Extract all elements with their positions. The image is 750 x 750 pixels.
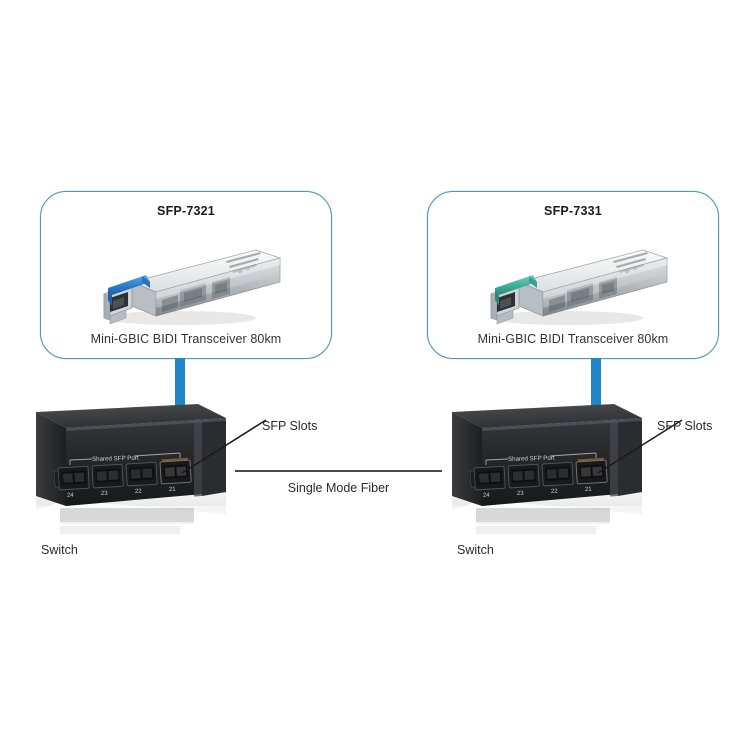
switch-label-left: Switch bbox=[41, 543, 78, 557]
network-switch-right: Shared SFP Port bbox=[446, 396, 654, 546]
annotation-sfp-slots-right: SFP Slots bbox=[657, 419, 713, 433]
svg-text:Shared SFP Port: Shared SFP Port bbox=[92, 455, 139, 463]
sfp-transceiver-icon-left bbox=[88, 238, 284, 330]
callout-box-right: SFP-7331 bbox=[427, 191, 719, 359]
callout-caption-left: Mini-GBIC BIDI Transceiver 80km bbox=[90, 332, 282, 346]
network-switch-left: Shared SFP Port bbox=[30, 396, 238, 546]
switch-label-right: Switch bbox=[457, 543, 494, 557]
leader-line-left bbox=[178, 415, 270, 477]
leader-line-right bbox=[594, 415, 686, 477]
single-mode-fiber-label: Single Mode Fiber bbox=[287, 481, 390, 495]
annotation-sfp-slots-left: SFP Slots bbox=[262, 419, 318, 433]
single-mode-fiber-line bbox=[235, 470, 442, 472]
callout-box-left: SFP-7321 bbox=[40, 191, 332, 359]
callout-caption-right: Mini-GBIC BIDI Transceiver 80km bbox=[477, 332, 669, 346]
callout-title-right: SFP-7331 bbox=[544, 204, 602, 218]
sfp-transceiver-icon-right bbox=[475, 238, 671, 330]
callout-title-left: SFP-7321 bbox=[157, 204, 215, 218]
svg-text:Shared SFP Port: Shared SFP Port bbox=[508, 455, 555, 463]
